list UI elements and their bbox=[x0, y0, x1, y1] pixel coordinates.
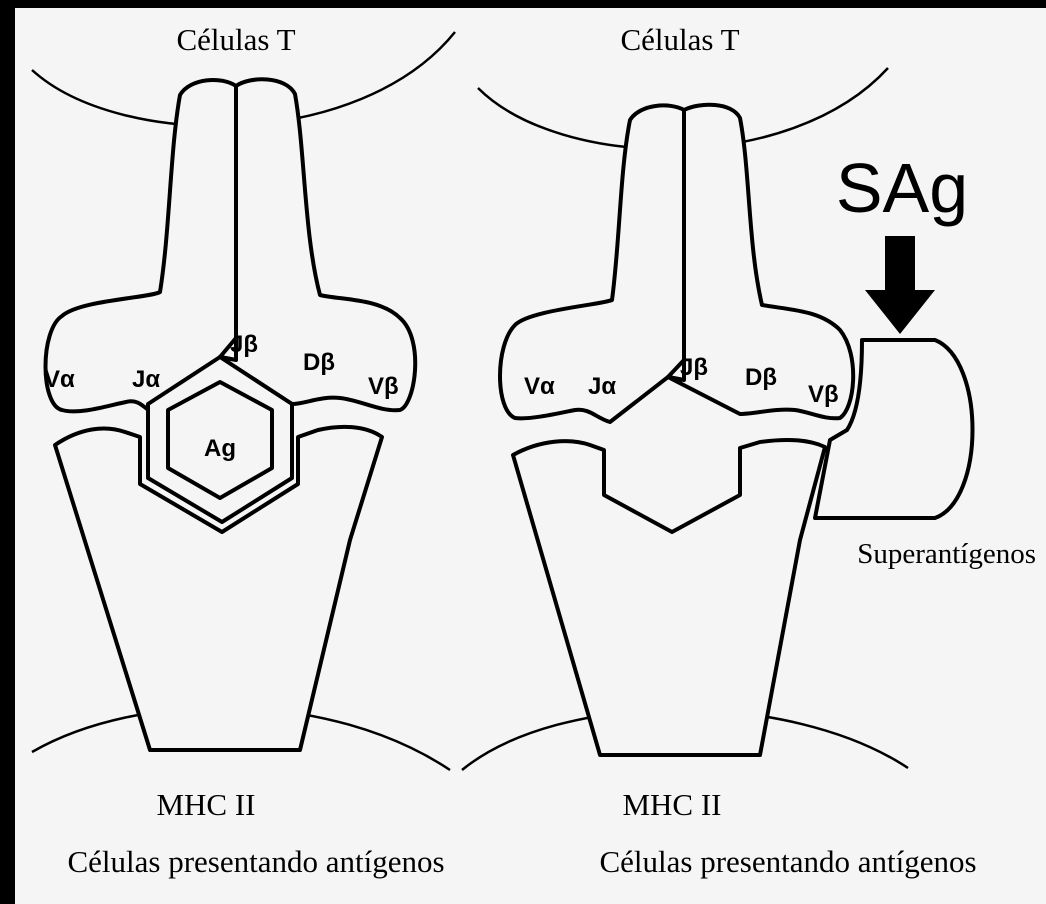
left-antigen-label: Ag bbox=[204, 435, 236, 462]
right-apc-label: Células presentando antígenos bbox=[599, 844, 976, 879]
left-apc-label: Células presentando antígenos bbox=[67, 844, 444, 879]
right-mhc-label: MHC II bbox=[622, 787, 721, 822]
left-j-beta-label: Jβ bbox=[230, 331, 258, 358]
sag-label: SAg bbox=[836, 149, 968, 227]
left-j-alpha-label: Jα bbox=[132, 366, 160, 393]
left-v-alpha-label: Vα bbox=[44, 366, 75, 393]
right-d-beta-label: Dβ bbox=[745, 364, 777, 391]
right-j-beta-label: Jβ bbox=[680, 354, 708, 381]
right-t-cell-label: Células T bbox=[620, 22, 739, 57]
left-t-cell-label: Células T bbox=[176, 22, 295, 57]
left-frame-bar bbox=[0, 0, 15, 904]
left-d-beta-label: Dβ bbox=[303, 349, 335, 376]
left-v-beta-label: Vβ bbox=[368, 373, 399, 400]
top-frame-bar bbox=[15, 0, 1046, 8]
superantigen-label: Superantígenos bbox=[857, 538, 1036, 570]
right-v-alpha-label: Vα bbox=[524, 373, 555, 400]
right-j-alpha-label: Jα bbox=[588, 373, 616, 400]
right-v-beta-label: Vβ bbox=[808, 381, 839, 408]
left-mhc-label: MHC II bbox=[156, 787, 255, 822]
